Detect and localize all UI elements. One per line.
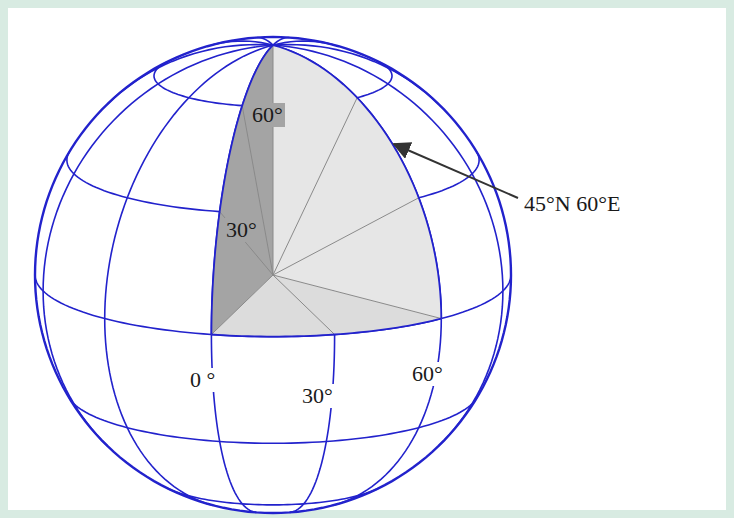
- graticule-line: [273, 45, 503, 446]
- cut-edge-arc: [211, 45, 273, 334]
- globe-outline: [35, 37, 511, 513]
- cut-radial-line: [273, 275, 335, 335]
- graticule-line: [105, 45, 273, 505]
- cut-radial-line: [273, 45, 274, 275]
- meridian-0-cut-face: [211, 45, 273, 334]
- graticule-line: [69, 398, 476, 443]
- latitude-label: 30°: [224, 218, 259, 242]
- graticule-line: [273, 45, 441, 505]
- cut-radial-line: [273, 198, 419, 275]
- cut-radial-line: [242, 106, 273, 275]
- globe-fill: [35, 37, 511, 513]
- cut-radial-line: [273, 98, 357, 275]
- cut-radial-line: [211, 275, 273, 335]
- latitude-label: 60°: [250, 103, 285, 127]
- longitude-label: 60°: [410, 362, 445, 386]
- leader-arrow: [394, 144, 518, 198]
- longitude-label: 0 °: [188, 368, 217, 392]
- cut-radial-line: [273, 275, 441, 319]
- cut-radial-line: [220, 212, 273, 275]
- cut-edge-arc: [211, 319, 441, 337]
- longitude-label: 30°: [300, 384, 335, 408]
- coordinate-callout: 45°N 60°E: [522, 192, 622, 216]
- graticule: [35, 38, 511, 513]
